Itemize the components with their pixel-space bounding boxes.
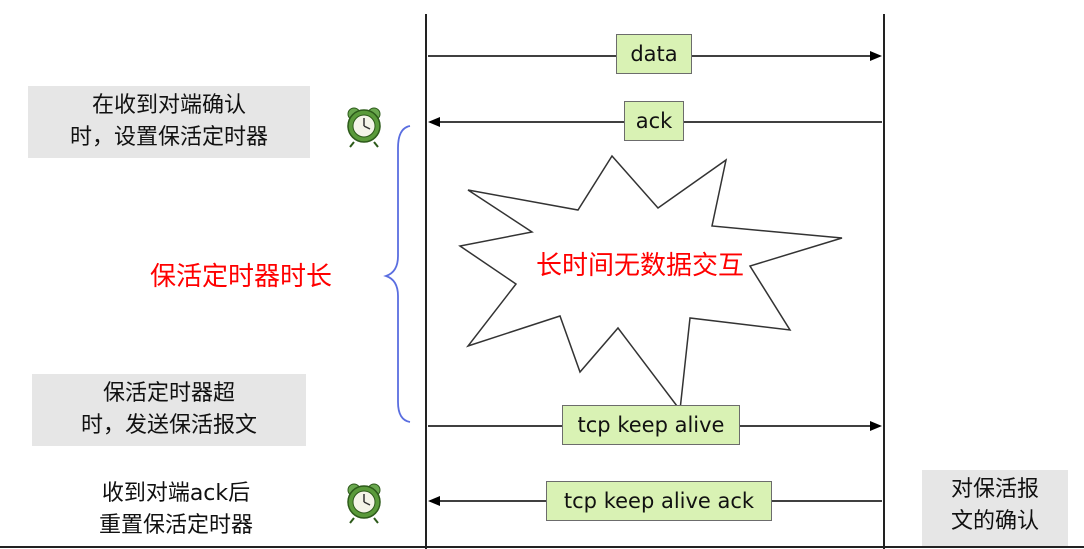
note-receive-ack-set-timer: 在收到对端确认 时，设置保活定时器 (28, 86, 310, 158)
note-line: 时，设置保活定时器 (69, 125, 268, 150)
idle-burst-shape (458, 154, 843, 412)
note-line: 在收到对端确认 (91, 93, 246, 118)
data-message-label: data (616, 34, 692, 74)
note-line: 保活定时器超 (102, 381, 235, 406)
note-line: 对保活报 (950, 477, 1039, 502)
note-line: 文的确认 (950, 509, 1039, 534)
keepalive-ack-message-label: tcp keep alive ack (546, 481, 772, 521)
ack-message-label: ack (624, 101, 684, 141)
duration-brace (383, 125, 411, 423)
note-line: 收到对端ack后 (101, 481, 251, 506)
note-confirm-keepalive: 对保活报 文的确认 (922, 470, 1068, 546)
timer-duration-label: 保活定时器时长 (150, 262, 333, 292)
idle-no-data-label: 长时间无数据交互 (536, 251, 745, 281)
note-line: 时，发送保活报文 (80, 413, 257, 438)
alarm-clock-icon (347, 107, 381, 148)
note-receive-ack-reset: 收到对端ack后 重置保活定时器 (40, 474, 312, 546)
keepalive-message-label: tcp keep alive (562, 405, 740, 445)
note-timer-expire-send: 保活定时器超 时，发送保活报文 (32, 374, 306, 446)
note-line: 重置保活定时器 (98, 513, 253, 538)
alarm-clock-icon (347, 483, 381, 524)
